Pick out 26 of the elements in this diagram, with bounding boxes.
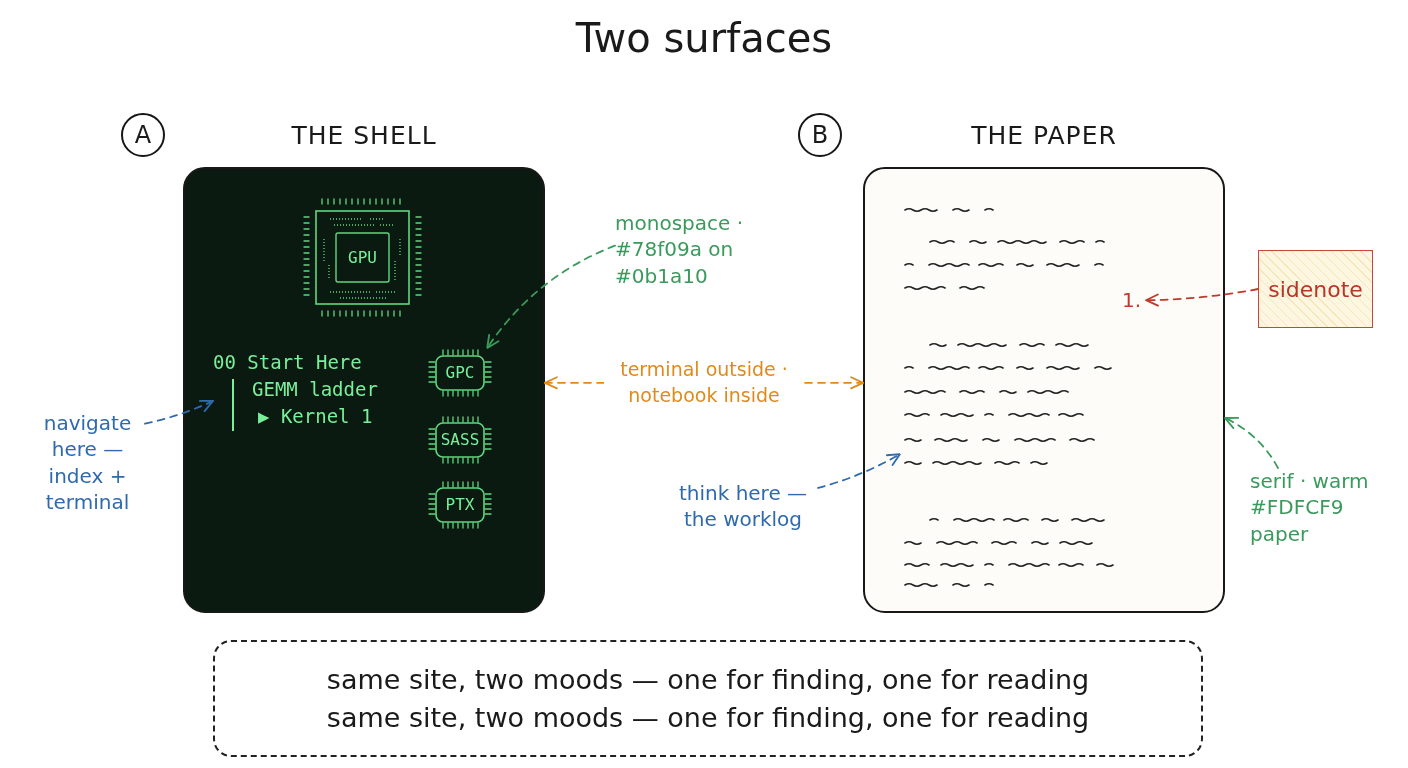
circled-letter: A — [121, 113, 165, 157]
menu-item: GEMM ladder — [252, 377, 378, 401]
annotation-text: think here — the worklog — [668, 480, 818, 533]
dashed-leader-arrow — [486, 244, 616, 349]
note-text: same site, two moods — one for finding, one for reading — [326, 700, 1090, 735]
dashed-leader-arrow — [1224, 417, 1279, 469]
annotation-text: monospace · #78f09a on #0b1a10 — [615, 210, 755, 290]
chip-label: GPC — [445, 364, 475, 382]
chip-label: SASS — [440, 431, 480, 449]
menu-item: 00 Start Here — [213, 350, 362, 374]
title: Two surfaces — [575, 14, 833, 62]
dashed-frame — [213, 640, 1203, 757]
dashed-leader-arrow — [1145, 288, 1259, 307]
panel-heading: THE PAPER — [971, 120, 1117, 152]
annotation-text: navigate here — index + terminal — [30, 410, 145, 516]
panel-heading: THE SHELL — [291, 120, 437, 152]
circled-letter: B — [798, 113, 842, 157]
chip-label: GPU — [348, 248, 377, 267]
annotation-text: serif · warm #FDFCF9 paper — [1250, 468, 1390, 548]
dashed-leader-arrow — [817, 453, 901, 489]
note-text: same site, two moods — one for finding, one for reading — [326, 662, 1090, 697]
chip-label: PTX — [445, 496, 475, 514]
menu-item: ▶ Kernel 1 — [258, 404, 373, 428]
footnote-number: 1. — [1122, 287, 1146, 314]
dashed-leader-arrow — [144, 399, 214, 425]
sidenote-card: sidenote — [1258, 250, 1373, 328]
